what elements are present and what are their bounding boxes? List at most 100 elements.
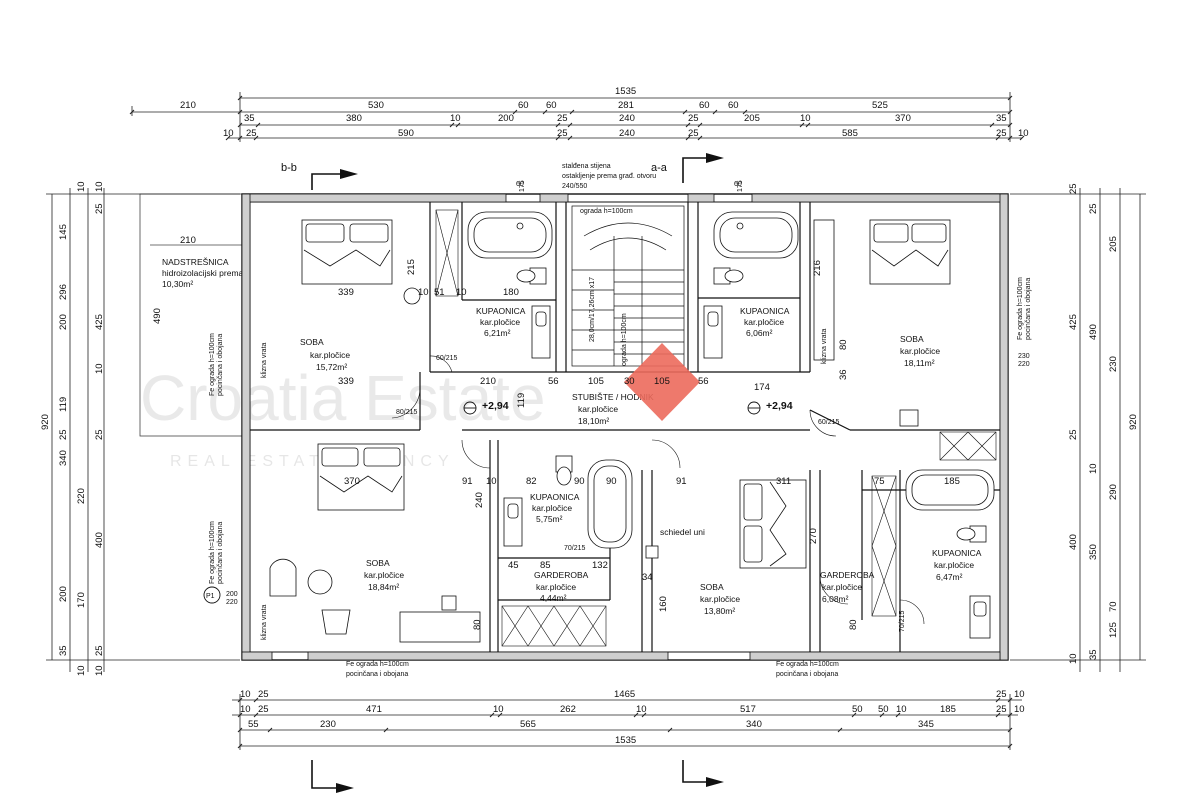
window-size: 200 bbox=[226, 591, 238, 598]
room-area: 6,08m² bbox=[822, 594, 849, 604]
p1-label: P1 bbox=[206, 593, 215, 600]
fence-note-left1: Fe ograda h=100cm bbox=[209, 333, 216, 396]
canopy-area: 10,30m² bbox=[162, 279, 193, 289]
dim: 30 bbox=[624, 376, 635, 387]
window-size: 60 bbox=[516, 181, 524, 188]
dim-right-7: 25 bbox=[1068, 429, 1079, 440]
dim-left-5: 119 bbox=[58, 397, 69, 412]
sliding-door-3: klizna vrata bbox=[821, 328, 828, 364]
dim-top-r1-8: 525 bbox=[872, 100, 888, 111]
section-arrow-bottom-left bbox=[336, 783, 354, 793]
dim: 119 bbox=[516, 393, 527, 408]
dim-left-22: 10 bbox=[76, 181, 87, 192]
right-dimension-lines bbox=[1010, 188, 1146, 672]
interior-walls bbox=[250, 202, 1000, 652]
bed-2 bbox=[869, 219, 951, 285]
bathtub-4 bbox=[905, 469, 995, 511]
level-value: +2,94 bbox=[482, 400, 509, 412]
room-area: 5,75m² bbox=[536, 514, 563, 524]
dim-right-6: 10 bbox=[1088, 463, 1099, 474]
dim-top-r2-8: 205 bbox=[744, 113, 760, 124]
dim-top-r3-1: 10 bbox=[223, 128, 234, 139]
dim: 270 bbox=[808, 528, 819, 544]
dim-right-2: 205 bbox=[1108, 236, 1119, 252]
wardrobes bbox=[435, 209, 997, 647]
room-area: 15,72m² bbox=[316, 362, 347, 372]
wall-note-line2: ostakljenje prema građ. otvoru bbox=[562, 173, 656, 180]
dim-bot-r2-11: 185 bbox=[940, 704, 956, 715]
door-size: 70/215 bbox=[899, 610, 906, 632]
dim: 311 bbox=[776, 476, 791, 487]
dim: 180 bbox=[503, 287, 519, 298]
dim-right-14: 35 bbox=[1088, 649, 1099, 660]
dim-bot-r3-2: 230 bbox=[320, 719, 336, 730]
dim-left-10: 200 bbox=[58, 586, 69, 602]
dim-right-4: 490 bbox=[1088, 324, 1099, 340]
room-name: SOBA bbox=[900, 334, 924, 344]
section-marker-bb bbox=[311, 173, 340, 190]
room-floor: kar.pločice bbox=[578, 404, 618, 414]
room-area: 18,11m² bbox=[904, 358, 935, 368]
dim-top-r1-6: 60 bbox=[699, 100, 710, 111]
dim-top-r1-5: 281 bbox=[618, 100, 634, 111]
dim-top-r3-6: 25 bbox=[688, 128, 699, 139]
dim: 10 bbox=[486, 476, 497, 487]
dim-left-2: 145 bbox=[58, 224, 69, 240]
dim: 105 bbox=[654, 376, 670, 387]
stairs-note: 28,0cm/17,26cm x17 bbox=[589, 277, 596, 342]
dim-left-19: 490 bbox=[152, 308, 163, 324]
window-size: 220 bbox=[226, 599, 238, 606]
dim-bot-r3-1: 55 bbox=[248, 719, 259, 730]
room-name: SOBA bbox=[700, 582, 724, 592]
dim-left-17: 25 bbox=[94, 203, 105, 214]
room-name: KUPAONICA bbox=[740, 306, 790, 316]
room-soba-3: SOBA kar.pločice 18,84m² bbox=[364, 558, 404, 592]
dim-left-21: 10 bbox=[94, 363, 105, 374]
fence-bottom-left-2: pocinčana i obojana bbox=[346, 671, 408, 678]
bathtub-3 bbox=[587, 459, 633, 549]
top-dimension-ticks bbox=[129, 95, 1025, 141]
fence-note-left4: pocinčana i obojana bbox=[217, 522, 224, 584]
p1-marker-icon bbox=[203, 586, 221, 604]
dim-top-r2-9: 10 bbox=[800, 113, 811, 124]
dim-right-12: 125 bbox=[1108, 622, 1119, 638]
room-name: STUBIŠTE / HODNIK bbox=[572, 392, 654, 402]
level-marker-left: +2,94 bbox=[463, 400, 509, 415]
dim: 34 bbox=[642, 572, 653, 583]
dim-top-r3-3: 590 bbox=[398, 128, 414, 139]
room-floor: kar.pločice bbox=[700, 594, 740, 604]
window-size: 175 bbox=[519, 180, 526, 192]
dim-top-r2-3: 10 bbox=[450, 113, 461, 124]
dim-right-8: 290 bbox=[1108, 484, 1119, 500]
room-area: 6,47m² bbox=[936, 572, 963, 582]
dim: 105 bbox=[588, 376, 604, 387]
fence-note-left2: pocinčana i obojana bbox=[217, 334, 224, 396]
dim-bot-r1-1: 10 bbox=[240, 689, 251, 700]
dim: 339 bbox=[338, 287, 354, 298]
room-soba-4: SOBA kar.pločice 13,80m² bbox=[700, 582, 740, 616]
dim-bot-r1-3: 1465 bbox=[614, 689, 635, 700]
room-soba-2: SOBA kar.pločice 18,11m² bbox=[900, 334, 940, 368]
section-arrow-bottom-right bbox=[706, 777, 724, 787]
dim: 80 bbox=[472, 619, 483, 630]
dim: 85 bbox=[540, 560, 551, 571]
interior-dimensions: 339 339 215 180 10 51 10 210 56 105 30 1… bbox=[226, 180, 1030, 632]
dim-left-8: 220 bbox=[76, 488, 87, 504]
canopy-dim: 210 bbox=[180, 235, 196, 246]
door-size: 60/215 bbox=[436, 355, 458, 362]
dim-top-r1-2: 530 bbox=[368, 100, 384, 111]
dim: 91 bbox=[462, 476, 473, 487]
dim-bot-r3-5: 345 bbox=[918, 719, 934, 730]
dim-left-18: 425 bbox=[94, 314, 105, 330]
dim: 215 bbox=[406, 259, 417, 275]
room-kupaonica-1: KUPAONICA kar.pločice 6,21m² bbox=[476, 306, 526, 338]
dim-top-r1-3: 60 bbox=[518, 100, 529, 111]
dim-right-1: 920 bbox=[1128, 414, 1139, 430]
dim-top-total: 1535 bbox=[615, 86, 636, 97]
window-size: 230 bbox=[1018, 353, 1030, 360]
dim-right-13: 10 bbox=[1068, 653, 1079, 664]
dim-bot-r2-10: 10 bbox=[896, 704, 907, 715]
fence-note-right2: pocinčana i obojana bbox=[1025, 278, 1032, 340]
room-kupaonica-4: KUPAONICA kar.pločice 6,47m² bbox=[932, 548, 982, 582]
